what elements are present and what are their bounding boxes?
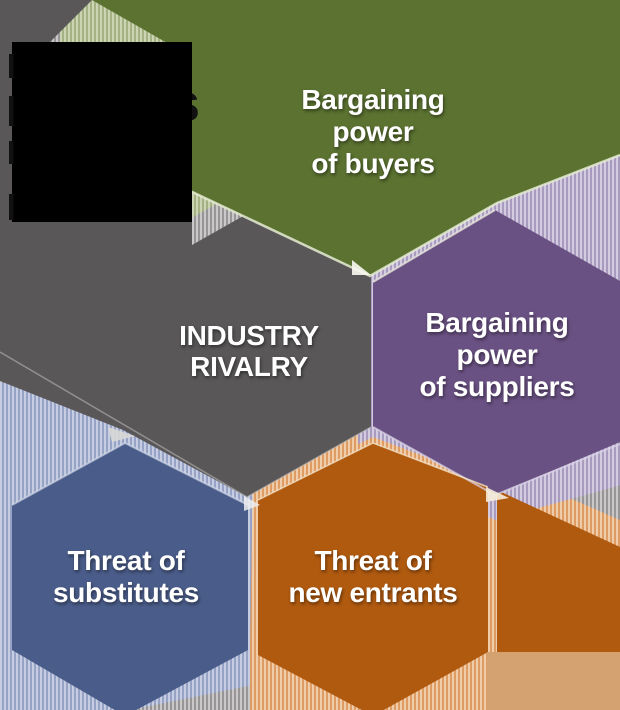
suppliers-label-line-1: Bargaining: [425, 307, 568, 338]
letter-fragment: [9, 141, 14, 164]
hexagon-rivalry-label: INDUSTRY RIVALRY: [179, 320, 320, 382]
rivalry-label-line-1: INDUSTRY: [179, 320, 319, 351]
letter-fragment: [9, 194, 14, 220]
vertex-glint-orange: [486, 487, 509, 502]
buyers-label-line-3: of buyers: [311, 148, 434, 179]
hexagon-partial-bottom-right-tan: [487, 652, 620, 710]
redaction-box: [12, 42, 192, 222]
edge-highlight-green: [187, 153, 620, 278]
vertex-glint-gray: [108, 427, 135, 442]
hexagon-new-entrants-label: Threat of new entrants: [288, 545, 457, 608]
new-entrants-label-line-1: Threat of: [314, 545, 432, 576]
hexagon-suppliers: [373, 210, 620, 495]
buyers-label-line-2: power: [333, 116, 414, 147]
vertex-glint-green: [352, 260, 371, 275]
hexagon-substitutes-label: Threat of substitutes: [53, 545, 199, 608]
edge-highlight-purple-top: [372, 209, 496, 283]
vertex-glint-blue: [244, 496, 260, 511]
new-entrants-label-line-2: new entrants: [288, 577, 457, 608]
hexagon-suppliers-label: Bargaining power of suppliers: [419, 307, 574, 402]
edge-highlight-orange: [257, 442, 489, 501]
hexagon-substitutes: [12, 443, 248, 710]
buyers-label-line-1: Bargaining: [301, 84, 444, 115]
rivalry-label-line-2: RIVALRY: [190, 351, 308, 382]
substitutes-label-line-1: Threat of: [67, 545, 185, 576]
substitutes-label-line-2: substitutes: [53, 577, 199, 608]
hexagon-partial-top-left: [0, 0, 92, 42]
letter-fragment: [9, 54, 14, 78]
suppliers-label-line-2: power: [457, 339, 538, 370]
hexagon-partial-right-orange: [497, 490, 620, 652]
hexagon-new-entrants: [258, 443, 488, 710]
hexagon-buyers-label: Bargaining power of buyers: [301, 84, 445, 179]
suppliers-label-line-3: of suppliers: [419, 371, 574, 402]
edge-highlight-gray: [0, 351, 372, 498]
letter-fragment: [9, 96, 14, 126]
edge-highlight-blue: [11, 441, 249, 506]
